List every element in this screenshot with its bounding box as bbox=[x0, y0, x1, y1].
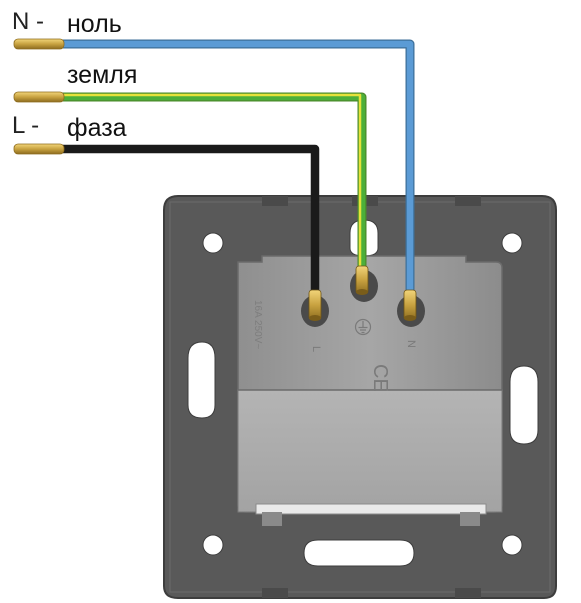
socket-housing bbox=[237, 255, 503, 526]
screw-hole-icon bbox=[501, 232, 523, 254]
terminal-ends bbox=[308, 265, 417, 321]
screw-hole-icon bbox=[202, 232, 224, 254]
mounting-slot bbox=[187, 341, 216, 419]
wires bbox=[62, 39, 415, 294]
wire-ends bbox=[13, 38, 65, 155]
ce-mark: CE bbox=[369, 364, 391, 392]
rating-marking: 16A 250V~ bbox=[252, 300, 263, 349]
screw-hole-icon bbox=[202, 534, 224, 556]
terminal-n-marking: N bbox=[405, 340, 417, 348]
neutral-label: ноль bbox=[67, 10, 122, 38]
ground-icon bbox=[354, 318, 372, 336]
terminal-l-marking: L bbox=[310, 346, 322, 352]
phase-letter-label: L - bbox=[12, 112, 40, 139]
mounting-slot bbox=[303, 539, 415, 567]
phase-wire bbox=[62, 144, 320, 294]
phase-label: фаза bbox=[67, 114, 127, 142]
mounting-slot bbox=[509, 365, 539, 445]
ground-label: земля bbox=[67, 61, 138, 89]
screw-hole-icon bbox=[501, 534, 523, 556]
neutral-letter-label: N - bbox=[12, 8, 44, 35]
